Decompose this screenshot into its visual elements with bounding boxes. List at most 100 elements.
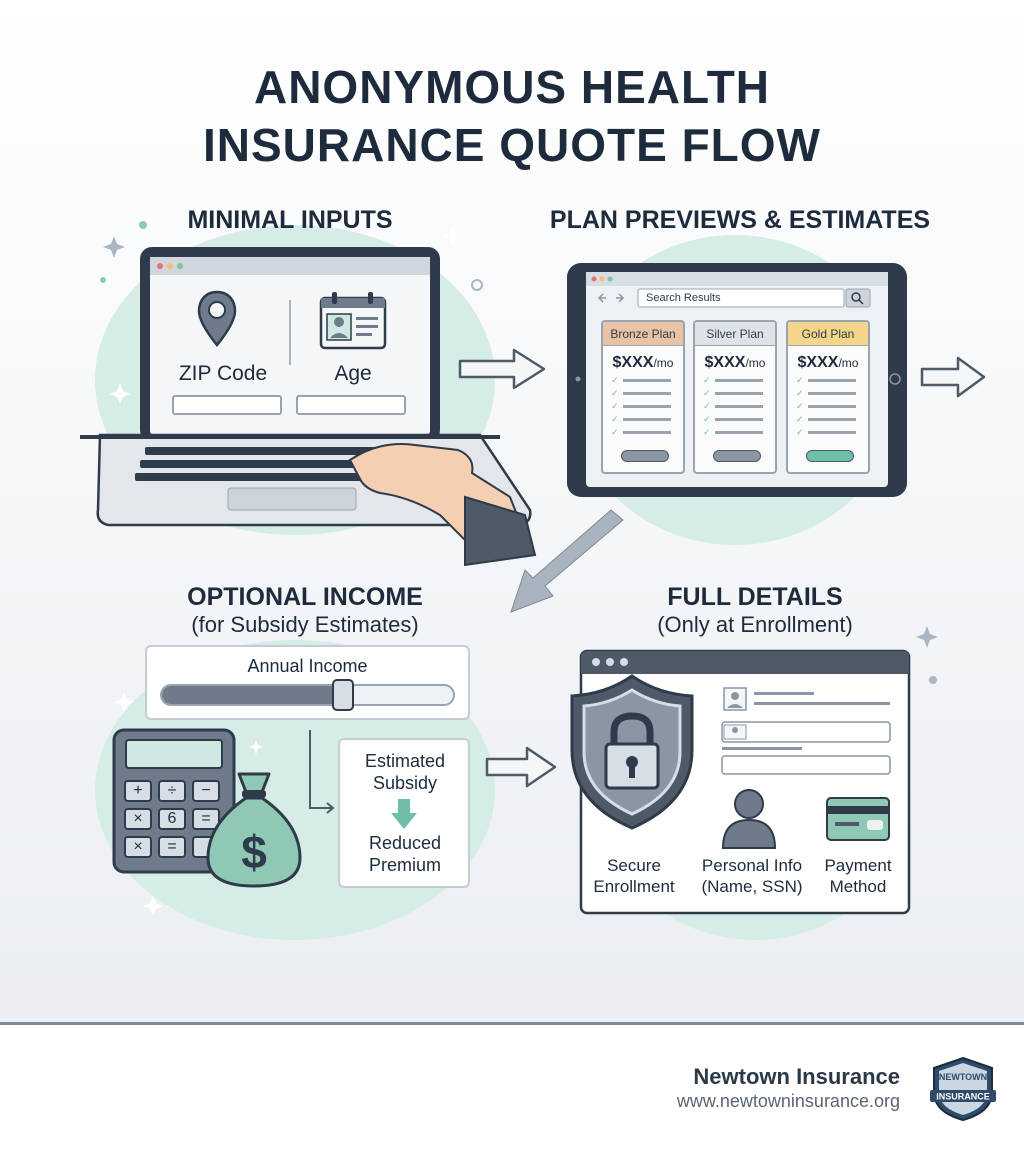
feature-line [715,392,763,395]
checkmark-icon: ✓ [703,414,711,424]
age-input[interactable] [296,395,406,415]
checkmark-icon: ✓ [611,401,619,411]
plan-name: Gold Plan [788,322,868,346]
plan-feature-row: ✓ [703,389,775,398]
calculator-key: × [124,836,152,858]
feature-line [808,418,856,421]
newtown-insurance-logo: NEWTOWN INSURANCE [930,1056,996,1122]
plan-price-value: $XXX [704,354,746,371]
checkmark-icon: ✓ [796,427,804,437]
step3-title: OPTIONAL INCOME [187,583,423,611]
feature-line [715,418,763,421]
plan-name: Bronze Plan [603,322,683,346]
id-card-icon [319,292,387,350]
select-plan-button[interactable] [806,450,854,462]
checkmark-icon: ✓ [796,388,804,398]
feature-line [715,431,763,434]
arrow-down-icon [391,799,417,829]
feature-line [808,431,856,434]
calculator-key: − [192,780,220,802]
annual-income-panel [145,645,470,720]
title-line-2: INSURANCE QUOTE FLOW [203,119,821,171]
slider-fill [162,686,343,704]
calculator-key: ÷ [158,780,186,802]
location-pin-icon [197,290,237,347]
reduced-premium-label: Reduced Premium [368,833,442,875]
checkmark-icon: ✓ [611,375,619,385]
feature-line [623,418,671,421]
age-label: Age [334,362,372,385]
flow-arrow-diagonal [510,509,624,613]
flow-arrow-right-1 [458,348,546,390]
plan-price-unit: /mo [745,356,766,370]
step2-title: PLAN PREVIEWS & ESTIMATES [549,206,931,234]
feature-line [623,405,671,408]
checkmark-icon: ✓ [703,375,711,385]
feature-line [715,379,763,382]
estimated-subsidy-label: Estimated Subsidy [364,751,446,793]
calculator-key: + [124,780,152,802]
plan-price: $XXX/mo [603,354,683,372]
footer-divider [0,1022,1024,1025]
title-line-1: ANONYMOUS HEALTH [253,61,771,113]
plan-feature-row: ✓ [796,415,868,424]
checkmark-icon: ✓ [703,427,711,437]
plan-card[interactable]: Gold Plan$XXX/mo✓✓✓✓✓ [786,320,870,474]
feature-line [623,379,671,382]
calculator-key: × [124,808,152,830]
plan-feature-row: ✓ [703,428,775,437]
plan-card[interactable]: Bronze Plan $XXX/mo ✓ ✓ ✓ ✓ ✓ [601,320,685,474]
feature-line [808,405,856,408]
plan-feature-row: ✓ [703,376,775,385]
annual-income-slider-track[interactable] [160,684,455,706]
plan-feature-row: ✓ [703,415,775,424]
step4-subtitle: (Only at Enrollment) [657,612,853,637]
step1-title: MINIMAL INPUTS [187,206,393,234]
feature-line [808,392,856,395]
secure-enrollment-label: Secure Enrollment [593,856,675,896]
zip-code-input[interactable] [172,395,282,415]
plan-feature-row: ✓ [611,389,683,398]
brand-url[interactable]: www.newtowninsurance.org [676,1091,900,1111]
calculator-key: = [192,808,220,830]
page-title: ANONYMOUS HEALTH INSURANCE QUOTE FLOW [0,58,1024,174]
logo-top-text: NEWTOWN [939,1072,987,1082]
plan-feature-row: ✓ [796,389,868,398]
annual-income-label: Annual Income [247,656,368,676]
checkmark-icon: ✓ [611,414,619,424]
plan-feature-row: ✓ [611,402,683,411]
step3-subtitle: (for Subsidy Estimates) [191,612,419,637]
plan-price-unit: /mo [838,356,859,370]
plan-feature-row: ✓ [611,428,683,437]
plan-feature-row: ✓ [796,428,868,437]
select-plan-button[interactable] [621,450,669,462]
search-results-field[interactable]: Search Results [646,292,721,304]
personal-info-label: Personal Info (Name, SSN) [701,856,803,896]
plan-feature-row: ✓ [796,376,868,385]
feature-line [715,405,763,408]
logo-main-text: INSURANCE [936,1092,990,1102]
plan-feature-row: ✓ [703,402,775,411]
checkmark-icon: ✓ [703,401,711,411]
feature-line [808,379,856,382]
checkmark-icon: ✓ [796,414,804,424]
calculator-key: = [158,836,186,858]
plan-price-value: $XXX [797,354,839,371]
checkmark-icon: ✓ [611,388,619,398]
payment-method-label: Payment Method [824,856,892,896]
checkmark-icon: ✓ [611,427,619,437]
plan-card[interactable]: Silver Plan $XXX/mo ✓ ✓ ✓ ✓ ✓ [693,320,777,474]
plan-feature-row: ✓ [611,376,683,385]
feature-line [623,392,671,395]
footer [0,1025,1024,1154]
svg-text:$: $ [241,826,267,878]
plan-name: Silver Plan [695,322,775,346]
select-plan-button[interactable] [713,450,761,462]
connector-line [309,730,335,814]
flow-arrow-right-2 [920,356,986,398]
zip-code-label: ZIP Code [178,362,268,385]
plan-feature-row: ✓ [611,415,683,424]
plan-price-unit: /mo [653,356,674,370]
slider-handle[interactable] [331,679,354,711]
plan-price: $XXX/mo [695,354,775,372]
